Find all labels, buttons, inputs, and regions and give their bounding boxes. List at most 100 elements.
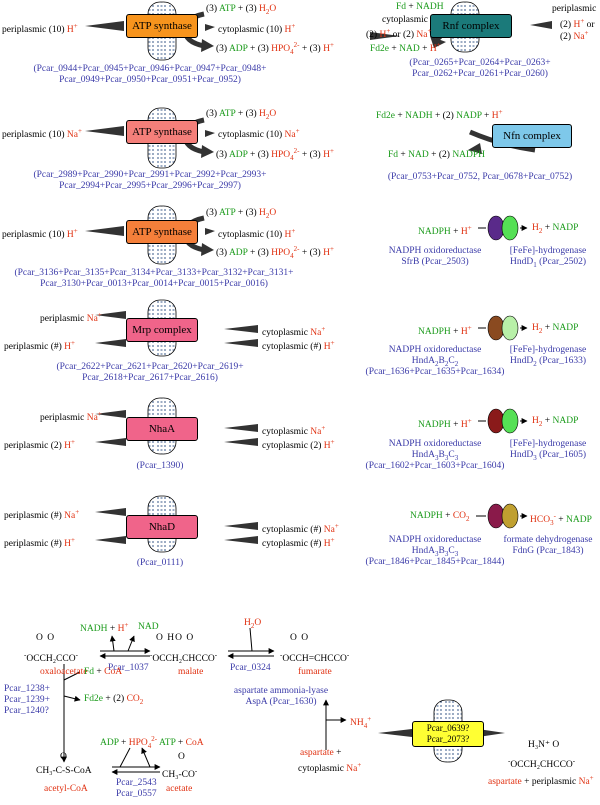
rnf-peri3: (2) Na+	[560, 29, 589, 43]
atp1-left: periplasmic (10) H+	[2, 22, 78, 36]
atp2-r3d: HPO	[271, 150, 291, 161]
hyd1-e2b-text: HndD	[509, 257, 534, 267]
mrp-r1-ion: Na	[310, 328, 322, 339]
hyd1-lhs-b: +	[453, 227, 459, 238]
metab-cyto-na: cytoplasmic Na+	[298, 761, 362, 775]
atp2-r2b: Na	[284, 130, 296, 141]
hyd3-e1b-s1: 3	[435, 453, 439, 462]
hyd2-e1b-1: HndA	[411, 356, 436, 366]
fdh-lhs: NADPH + CO2	[410, 511, 470, 523]
mrp-r2-ion: H	[323, 342, 331, 353]
metab-h2o-b: O	[254, 618, 262, 628]
metab-fd-coa: Fd + CoA	[84, 667, 122, 678]
fumarate-carbonyls: O O	[290, 633, 310, 643]
hyd1-lhs-c: H	[460, 227, 468, 238]
nfn-complex-box: Nfn complex	[492, 124, 572, 148]
rnf-cyto2: (2) H+ or (2) Na+	[366, 27, 432, 41]
atp1-r3: (3) ADP + (3) HPO42- + (3) H+	[216, 41, 334, 57]
rnf-cyto1: cytoplasmic	[382, 15, 428, 25]
atp3-r3c: + (3)	[249, 248, 269, 259]
hyd2-lhs-c: H	[460, 327, 468, 338]
rnf-peri3a: (2)	[560, 32, 572, 43]
hyd3-e2c: (Pcar_1605)	[539, 450, 587, 460]
atp1-r3d: HPO	[271, 44, 291, 55]
metab-plusc: +	[96, 667, 102, 677]
fdh-e1b-s3: 3	[454, 549, 459, 558]
atp3-r2: cytoplasmic (10) H+	[218, 227, 296, 241]
atp1-r3a: (3)	[216, 44, 228, 55]
fdh-rhs-b: +	[558, 515, 564, 526]
atp3-r3b: ADP	[228, 248, 248, 259]
fdh-e1b-3: C	[448, 546, 455, 556]
atp3-r2a: cytoplasmic (10)	[218, 230, 283, 241]
fdh-e1b: HndA3B3C3	[380, 546, 490, 560]
metab-adp: ADP	[100, 738, 119, 749]
metab-coa2: CoA	[185, 738, 204, 749]
mrp-genes-2: Pcar_2618+Pcar_2617+Pcar_2616)	[82, 373, 218, 383]
nhaa-r1: cytoplasmic Na+	[262, 424, 326, 438]
atp-synthase-2-label: ATP synthase	[132, 126, 192, 138]
atp3-genes-1: (Pcar_3136+Pcar_3135+Pcar_3134+Pcar_3133…	[14, 268, 294, 278]
hyd3-e1c: (Pcar_1602+Pcar_1603+Pcar_1604)	[365, 461, 505, 471]
metab-plus1: +	[109, 624, 116, 635]
nhad-genes: (Pcar_0111)	[136, 558, 184, 568]
atp2-r1e: O	[269, 109, 277, 119]
rnf-top-a: Fd	[396, 2, 407, 12]
atp3-r1e: O	[269, 208, 277, 218]
nhad-l2-ion: H	[64, 539, 72, 550]
nhaa-l2: periplasmic (2) H+	[4, 438, 75, 452]
rnf-cyto2d: Na	[416, 30, 428, 41]
rnf-cyto2a: (2)	[366, 30, 378, 41]
rnf-complex-label: Rnf complex	[442, 20, 500, 32]
acetate-label: acetate	[166, 784, 193, 794]
nhad-r1: cytoplasmic (#) Na+	[262, 522, 339, 536]
fdh-e1b-2: B	[438, 546, 445, 556]
acetate-formula-text: CH₃-CO	[162, 770, 195, 781]
malate-label: malate	[178, 667, 204, 677]
atp1-r1c: + (3)	[237, 4, 257, 14]
asp-top: H₃N⁺ O	[528, 740, 560, 750]
nhad-r2-ion: H	[323, 539, 331, 550]
rnf-cyto2c: or (2)	[392, 30, 415, 41]
nfn-bot-d: + (2)	[431, 150, 450, 160]
rnf-bot-b: +	[391, 44, 397, 55]
hyd2-rhs-a: H	[532, 323, 539, 333]
hyd1-e2b: HndD1 (Pcar_2502)	[496, 257, 600, 271]
nfn-top-e: NADP	[456, 111, 482, 122]
hyd2-e2a: [FeFe]-hydrogenase	[509, 345, 587, 355]
rnf-top-c: NADH	[416, 2, 444, 12]
fdh-e1b-s1: 3	[435, 549, 439, 558]
rnf-arrow-head	[430, 36, 446, 48]
atp3-r1d: H	[259, 208, 266, 218]
rnf-cyto2b: H	[379, 30, 387, 41]
rnf-peri1: periplasmic	[552, 4, 597, 14]
atp1-r1d: H	[259, 4, 266, 14]
hyd2-lhs-a: NADPH	[418, 327, 451, 338]
atp3-r3a: (3)	[216, 248, 228, 259]
metab-plus2co2: + (2)	[105, 694, 125, 704]
nhaa-l2-text: periplasmic (2)	[4, 441, 62, 452]
metab-aspartate-text: aspartate	[300, 748, 334, 758]
atp2-r3e: + (3)	[301, 150, 321, 161]
mrp-genes-1: (Pcar_2622+Pcar_2621+Pcar_2620+Pcar_2619…	[56, 362, 244, 372]
atp2-left-text: periplasmic (10)	[2, 130, 65, 141]
metab-na: Na	[346, 764, 358, 775]
fdh-lhs-a: NADPH	[410, 511, 443, 521]
atp3-r1b: ATP	[218, 208, 236, 218]
nhad-r2-text: cytoplasmic (#)	[262, 539, 322, 550]
asp-formula-text: OCCH₂CHCCO	[510, 760, 573, 771]
hyd2-rhs-b: +	[544, 323, 551, 333]
fdh-e2b: FdnG (Pcar_1843)	[512, 546, 584, 556]
metab-aplus: +	[177, 738, 184, 749]
acetylcoa-label: acetyl-CoA	[44, 784, 88, 794]
acetate-carbonyl: O	[178, 752, 185, 762]
hyd1-e1b: SfrB (Pcar_2503)	[401, 257, 469, 267]
nhad-box: NhaD	[126, 515, 198, 539]
hyd3-e2b-sub: 3	[533, 453, 537, 462]
hyd1-e1a: NADPH oxidoreductase	[388, 246, 482, 256]
hyd1-rhs-a: H	[532, 223, 539, 233]
hyd1-e2a: [FeFe]-hydrogenase	[509, 246, 587, 256]
metab-nh4: NH4+	[350, 715, 372, 731]
atp2-r1b: ATP	[218, 109, 236, 119]
mrp-r2-text: cytoplasmic (#)	[262, 342, 322, 353]
